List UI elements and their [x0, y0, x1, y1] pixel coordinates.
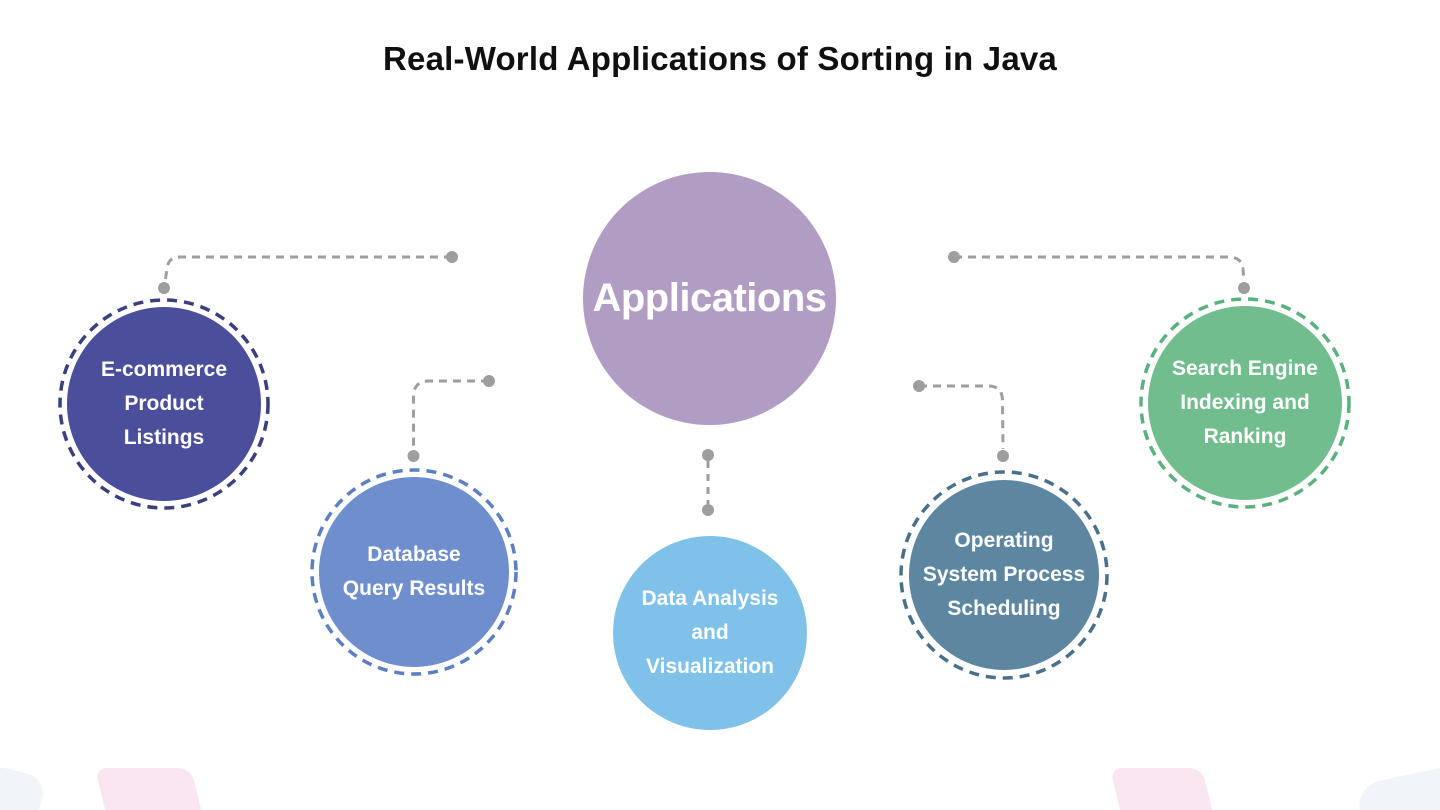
node-label-line: Scheduling [947, 597, 1061, 620]
connector-os [919, 384, 1005, 450]
node-label-line: Operating [954, 529, 1054, 552]
connector-dot [1238, 282, 1250, 294]
node-label-line: E-commerce [100, 358, 228, 381]
connector-dot [446, 251, 458, 263]
node-label-line: Indexing and [1180, 391, 1310, 414]
node-applications: Applications [583, 172, 836, 425]
connector-dot [483, 375, 495, 387]
node-ecommerce-product-listings: E-commerce Product Listings [67, 307, 261, 501]
connector-dot [158, 282, 170, 294]
connector-dot [702, 449, 714, 461]
node-label-line: Product [124, 392, 204, 415]
connector-dot [997, 450, 1009, 462]
connector-dot [702, 504, 714, 516]
node-label-line: and [691, 621, 729, 644]
node-operating-system-process-scheduling: Operating System Process Scheduling [909, 480, 1099, 670]
node-label-line: Database [367, 543, 461, 566]
connector-database [412, 379, 489, 448]
node-data-analysis-and-visualization: Data Analysis and Visualization [613, 536, 807, 730]
node-label: Applications [592, 276, 827, 320]
node-label-line: Ranking [1203, 425, 1287, 448]
page-title: Real-World Applications of Sorting in Ja… [383, 40, 1057, 77]
node-database-query-results: Database Query Results [319, 477, 509, 667]
node-search-engine-indexing-and-ranking: Search Engine Indexing and Ranking [1148, 306, 1342, 500]
dashed-ring-database [310, 468, 518, 676]
connector-dot [913, 380, 925, 392]
node-label-line: Visualization [646, 655, 774, 678]
connector-search [954, 255, 1246, 282]
dashed-ring-os [899, 470, 1109, 680]
connector-dot [948, 251, 960, 263]
node-label-line: Data Analysis [641, 587, 779, 610]
node-label-line: Search Engine [1172, 357, 1318, 380]
connector-dot [407, 450, 420, 462]
node-label-line: Query Results [342, 577, 486, 600]
connector-ecommerce [163, 255, 452, 283]
dashed-ring-ecommerce [58, 298, 270, 510]
node-label-line: System Process [922, 563, 1086, 586]
node-label-line: Listings [123, 426, 205, 449]
dashed-ring-search [1139, 297, 1351, 509]
